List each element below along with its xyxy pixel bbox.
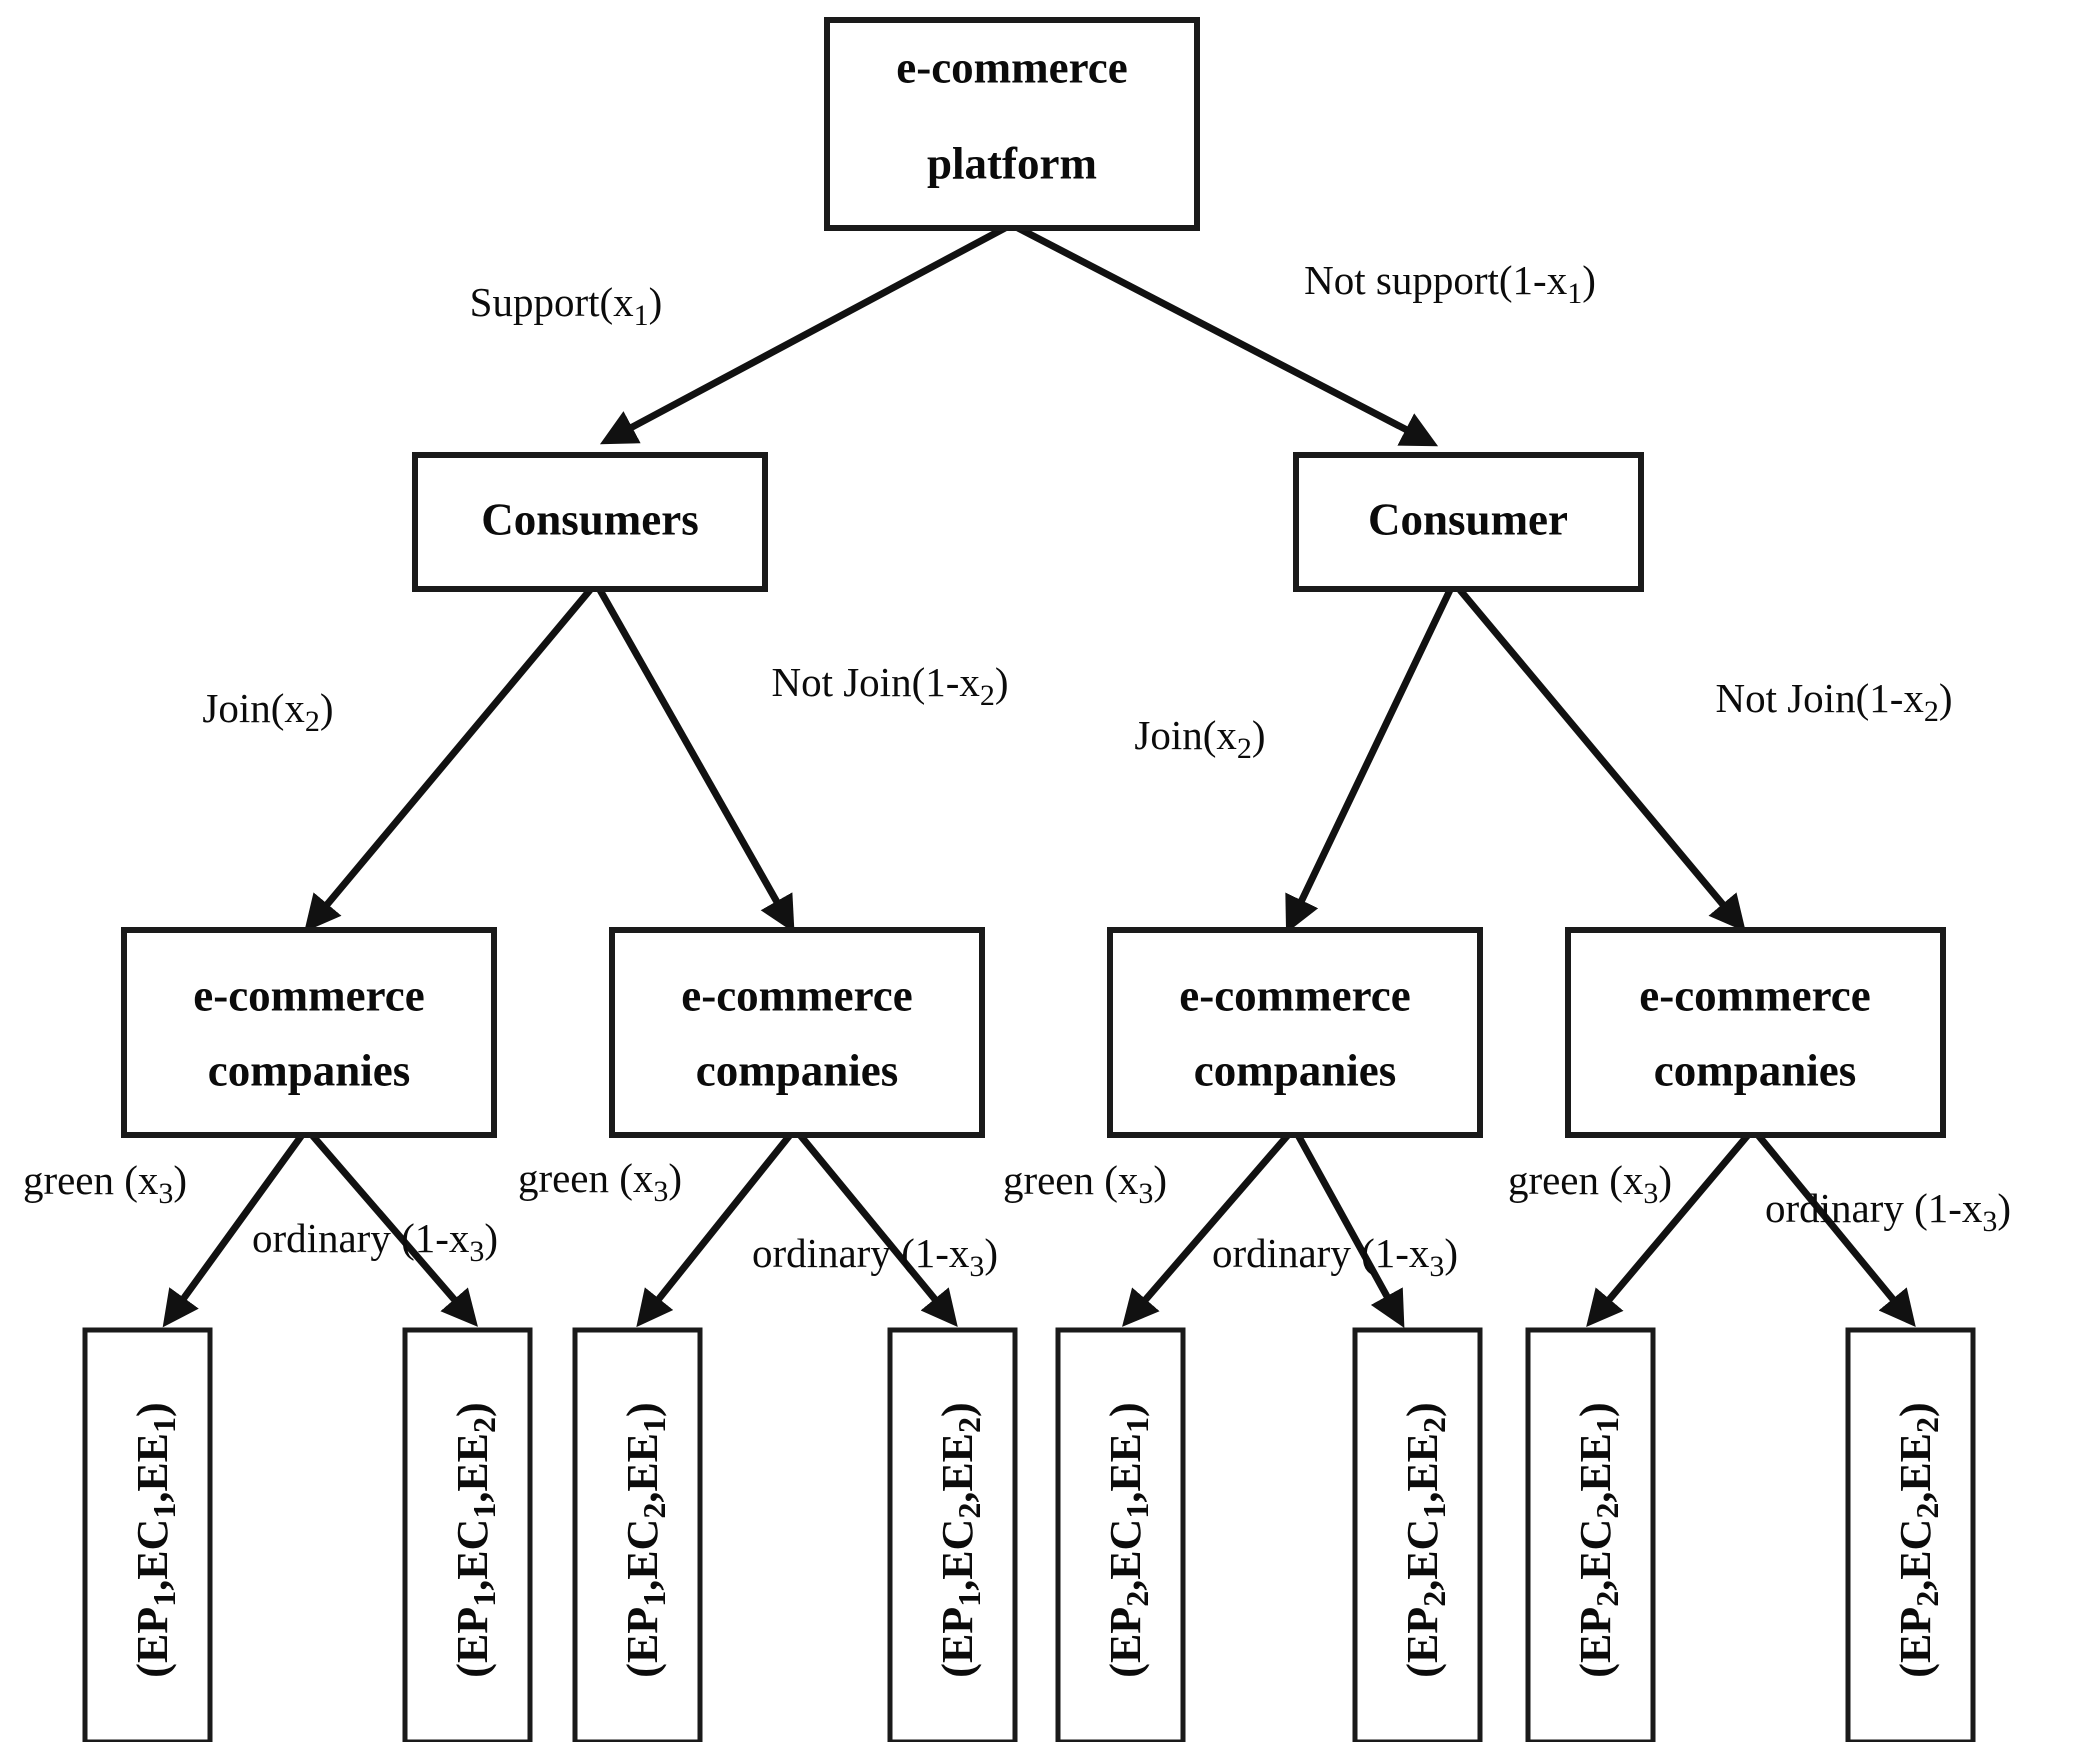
- leaf-7-box: [1525, 1327, 1656, 1742]
- edge-group-root: [599, 224, 1439, 447]
- edge-company1-green: [162, 1132, 305, 1328]
- leaf-6-label: (EP2,EC1,EE2): [1398, 1402, 1452, 1677]
- edge-label-not-join-right: Not Join(1-x2): [1715, 675, 1952, 727]
- company-4-box: [1565, 927, 1946, 1138]
- edge-group-company-1: [162, 1132, 478, 1328]
- edge-label-green-1: green (x3): [23, 1157, 187, 1209]
- company-3-label-line1: e-commerce: [1179, 970, 1410, 1020]
- edge-consumers-join: [304, 587, 593, 932]
- edge-label-support: Support(x1): [470, 279, 663, 331]
- leaf-node-1[interactable]: (EP1,EC1,EE1): [82, 1327, 213, 1742]
- leaf-node-5[interactable]: (EP2,EC1,EE1): [1055, 1327, 1186, 1742]
- company-2-label-line2: companies: [696, 1045, 899, 1095]
- edge-group-consumer-right: [1285, 587, 1746, 934]
- edge-company4-ordinary: [1755, 1132, 1916, 1328]
- edge-consumer-not-join: [1457, 587, 1746, 932]
- leaf-node-2[interactable]: (EP1,EC1,EE2): [402, 1327, 533, 1742]
- leaf-node-6[interactable]: (EP2,EC1,EE2): [1352, 1327, 1483, 1742]
- leaf-8-box: [1845, 1327, 1976, 1742]
- company-1-box: [121, 927, 497, 1138]
- root-label-line1: e-commerce: [896, 42, 1127, 92]
- node-root[interactable]: e-commerce platform: [824, 17, 1200, 231]
- edge-group-company-2: [636, 1132, 958, 1328]
- leaf-node-3[interactable]: (EP1,EC2,EE1): [572, 1327, 703, 1742]
- edge-root-not-support: [1016, 224, 1439, 447]
- edge-label-green-3: green (x3): [1003, 1157, 1167, 1209]
- edge-consumer-join: [1285, 588, 1454, 934]
- edge-label-ordinary-4: ordinary (1-x3): [1765, 1185, 2011, 1237]
- root-box: [824, 17, 1200, 231]
- node-company-4[interactable]: e-commerce companies: [1565, 927, 1946, 1138]
- edge-group-company-3: [1122, 1132, 1405, 1328]
- leaf-1-box: [82, 1327, 213, 1742]
- edge-label-ordinary-1: ordinary (1-x3): [252, 1215, 498, 1267]
- edge-label-not-join-left: Not Join(1-x2): [771, 659, 1008, 711]
- edge-label-not-support: Not support(1-x1): [1304, 257, 1596, 309]
- leaf-node-8[interactable]: (EP2,EC2,EE2): [1845, 1327, 1976, 1742]
- edge-company1-ordinary: [309, 1132, 478, 1327]
- leaf-4-label: (EP1,EC2,EE2): [933, 1402, 987, 1677]
- leaf-3-box: [572, 1327, 703, 1742]
- edge-root-support: [599, 224, 1007, 445]
- leaf-4-box: [887, 1327, 1018, 1742]
- consumers-box: [412, 452, 768, 592]
- leaf-2-label: (EP1,EC1,EE2): [448, 1402, 502, 1677]
- node-consumers[interactable]: Consumers: [412, 452, 768, 592]
- edge-company3-green: [1122, 1132, 1291, 1327]
- company-2-label-line1: e-commerce: [681, 970, 912, 1020]
- leaf-7-label: (EP2,EC2,EE1): [1571, 1402, 1625, 1677]
- edge-label-green-2: green (x3): [518, 1155, 682, 1207]
- edge-consumers-not-join: [596, 588, 795, 933]
- leaf-3-label: (EP1,EC2,EE1): [618, 1402, 672, 1677]
- leaf-1-label: (EP1,EC1,EE1): [128, 1402, 182, 1677]
- edge-group-company-4: [1586, 1132, 1916, 1328]
- node-company-1[interactable]: e-commerce companies: [121, 927, 497, 1138]
- edge-company4-green: [1586, 1132, 1751, 1327]
- edge-company2-green: [636, 1132, 793, 1328]
- company-4-label-line1: e-commerce: [1639, 970, 1870, 1020]
- company-3-box: [1107, 927, 1483, 1138]
- edge-company2-ordinary: [797, 1132, 958, 1328]
- consumer-box: [1293, 452, 1644, 592]
- leaf-8-label: (EP2,EC2,EE2): [1891, 1402, 1945, 1677]
- root-label-line2: platform: [927, 138, 1097, 188]
- company-3-label-line2: companies: [1194, 1045, 1397, 1095]
- leaf-6-box: [1352, 1327, 1483, 1742]
- edge-label-green-4: green (x3): [1508, 1157, 1672, 1209]
- node-consumer[interactable]: Consumer: [1293, 452, 1644, 592]
- edge-label-ordinary-3: ordinary (1-x3): [1212, 1230, 1458, 1282]
- leaf-node-4[interactable]: (EP1,EC2,EE2): [887, 1327, 1018, 1742]
- edge-company3-ordinary: [1294, 1133, 1405, 1328]
- leaf-5-box: [1055, 1327, 1186, 1742]
- consumers-label: Consumers: [481, 494, 699, 544]
- leaf-node-7[interactable]: (EP2,EC2,EE1): [1525, 1327, 1656, 1742]
- edge-label-ordinary-2: ordinary (1-x3): [752, 1230, 998, 1282]
- consumer-label: Consumer: [1368, 494, 1568, 544]
- edge-label-join-right: Join(x2): [1134, 712, 1265, 764]
- node-company-2[interactable]: e-commerce companies: [609, 927, 985, 1138]
- leaf-5-label: (EP2,EC1,EE1): [1101, 1402, 1155, 1677]
- company-4-label-line2: companies: [1654, 1045, 1857, 1095]
- company-2-box: [609, 927, 985, 1138]
- node-company-3[interactable]: e-commerce companies: [1107, 927, 1483, 1138]
- company-1-label-line1: e-commerce: [193, 970, 424, 1020]
- company-1-label-line2: companies: [208, 1045, 411, 1095]
- edge-group-consumers-left: [304, 587, 795, 933]
- edge-label-join-left: Join(x2): [202, 685, 333, 737]
- leaf-2-box: [402, 1327, 533, 1742]
